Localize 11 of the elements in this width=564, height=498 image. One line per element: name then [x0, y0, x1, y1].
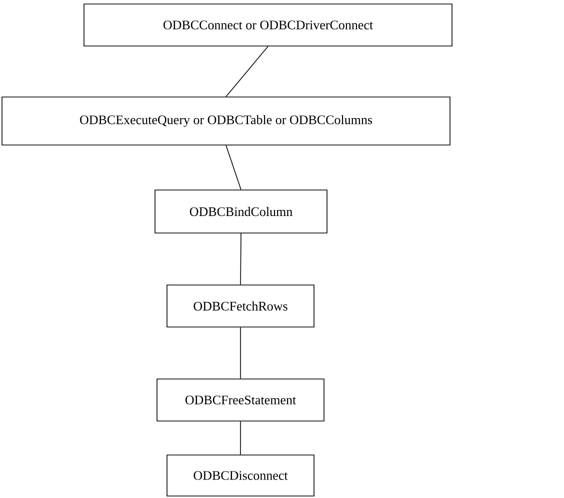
process-box: ODBCFreeStatement [156, 378, 324, 422]
process-box: ODBCFetchRows [166, 284, 314, 328]
process-box: ODBCBindColumn [154, 190, 328, 234]
process-box: ODBCExecuteQuery or ODBCTable or ODBCColumns [2, 96, 450, 146]
connector-line [240, 421, 241, 455]
connector-line [226, 46, 268, 97]
connector-line [226, 145, 242, 190]
connector-line [240, 233, 242, 285]
process-box: ODBCConnect or ODBCDriverConnect [84, 4, 452, 46]
connector-line [240, 327, 241, 379]
process-box: ODBCDisconnect [166, 454, 314, 496]
